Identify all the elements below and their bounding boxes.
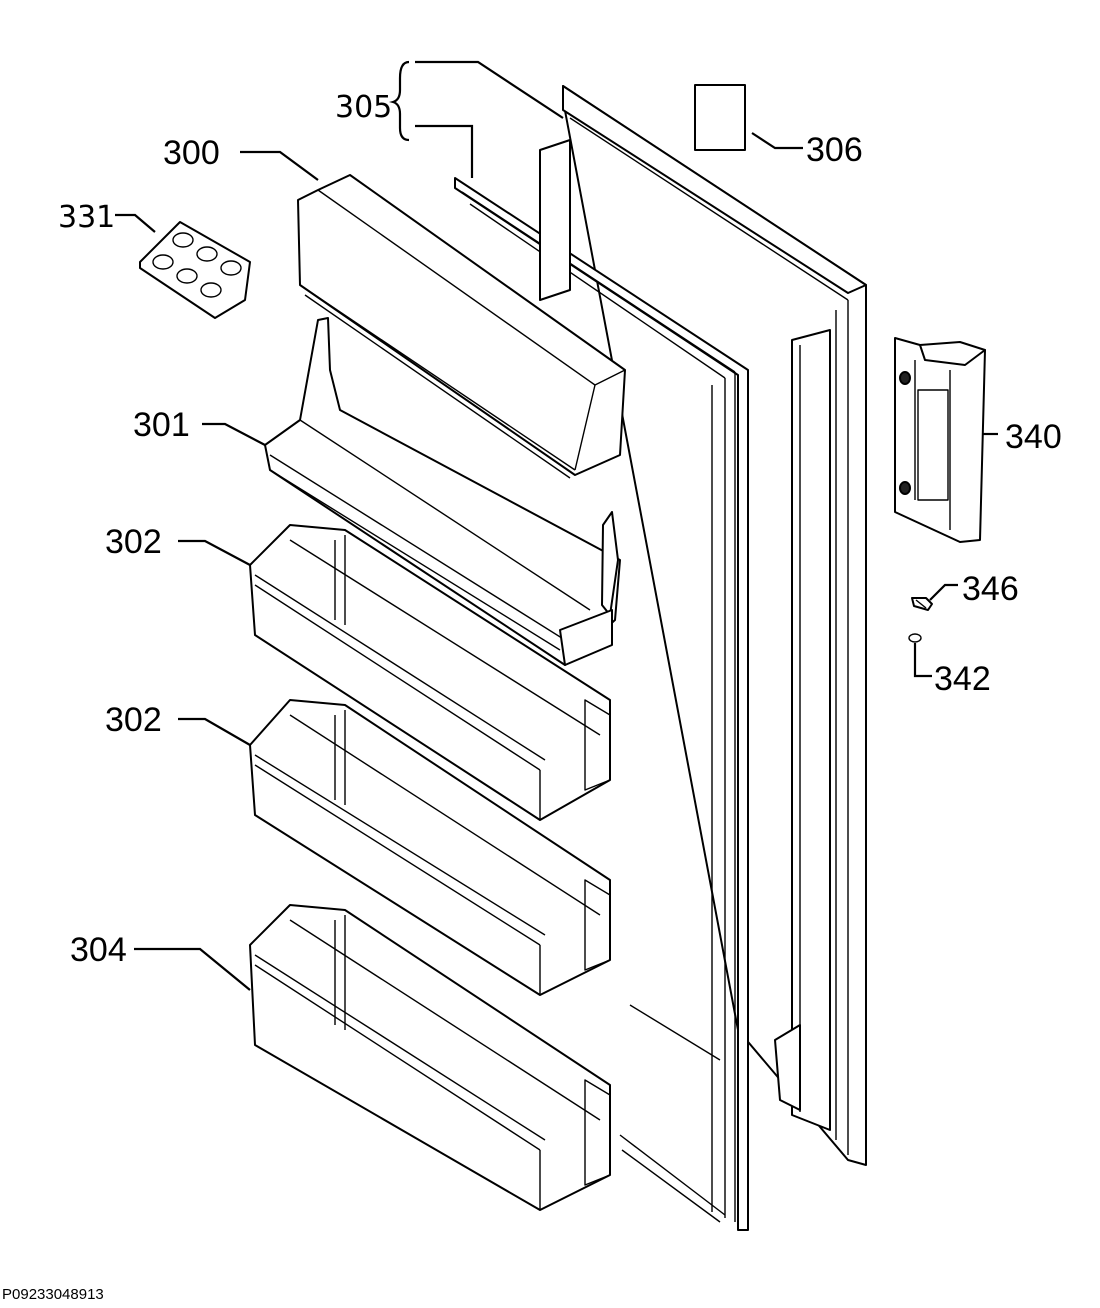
label-331: 331: [58, 200, 115, 235]
label-306: 306: [806, 131, 863, 169]
label-302-b: 302: [105, 701, 162, 739]
label-305: 305: [335, 90, 392, 125]
leader-lines: [115, 60, 998, 991]
rating-plate-306: [694, 84, 746, 151]
bottle-shelf-302-a: [249, 524, 611, 821]
door-gasket: [454, 139, 749, 1231]
screw-346: [911, 597, 933, 611]
label-340: 340: [1005, 418, 1062, 456]
door-shelf-301: [264, 317, 621, 666]
label-342: 342: [934, 660, 991, 698]
label-304: 304: [70, 931, 127, 969]
label-301: 301: [133, 406, 190, 444]
bottle-shelf-304: [249, 904, 611, 1211]
label-346: 346: [962, 570, 1019, 608]
dairy-lid-300: [297, 174, 626, 479]
bottle-shelf-302-b: [249, 699, 611, 996]
label-302-a: 302: [105, 523, 162, 561]
label-300: 300: [163, 134, 220, 172]
door-handle-340: [894, 337, 986, 543]
door-outer-panel: [562, 85, 867, 1166]
washer-342: [908, 633, 922, 643]
egg-tray-331: [139, 221, 251, 319]
footer-code: P09233048913: [2, 1286, 104, 1303]
